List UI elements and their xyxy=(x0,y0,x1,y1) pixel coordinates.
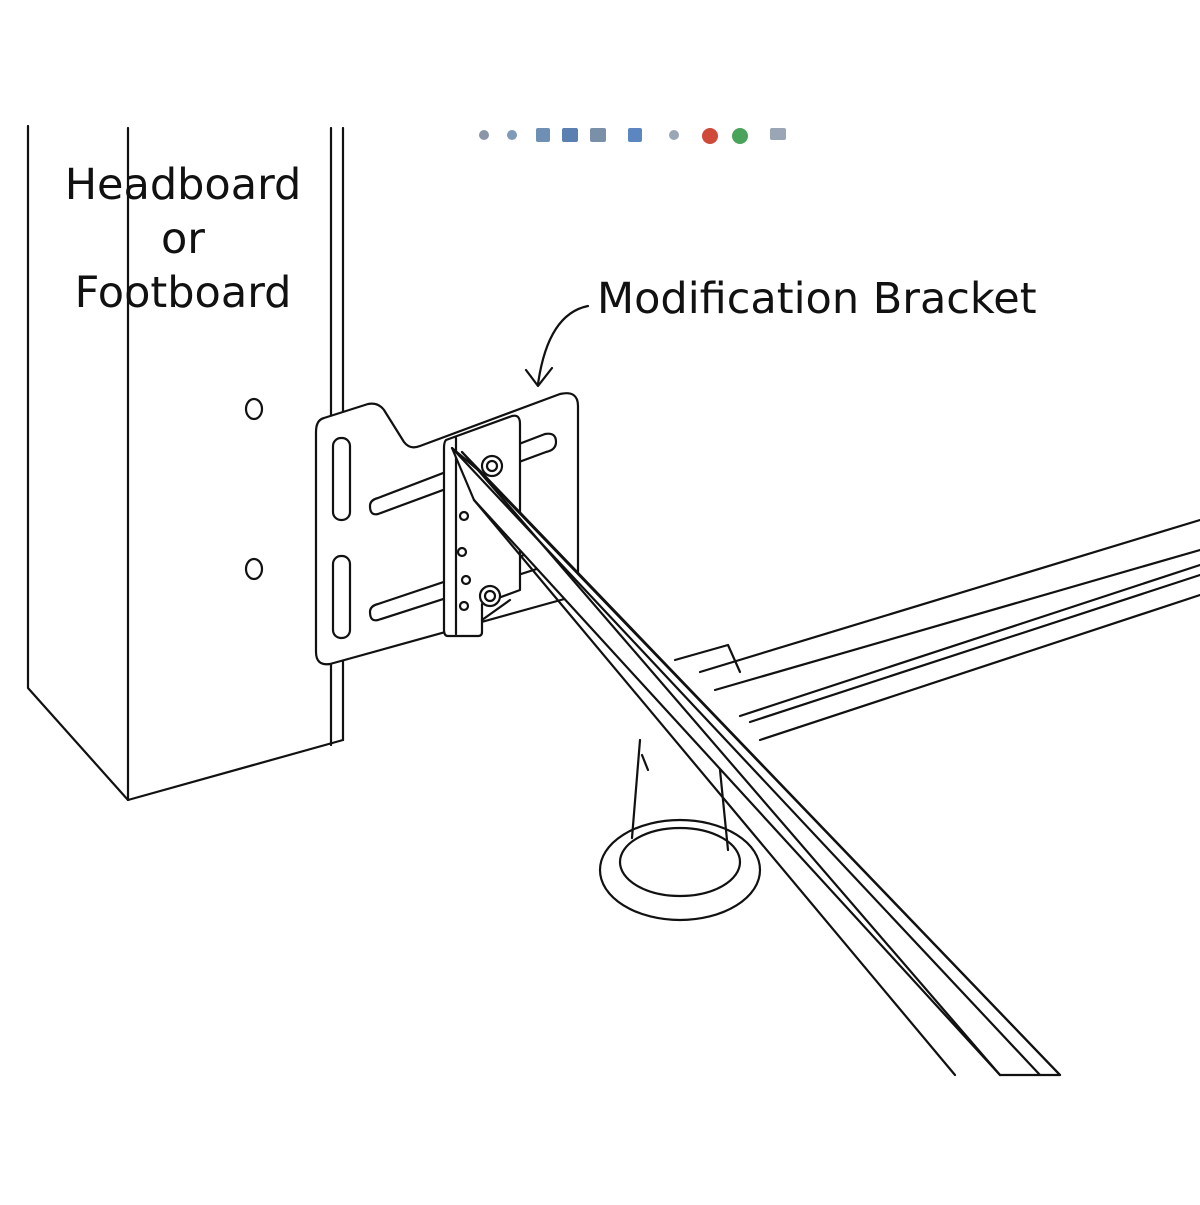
hook-hole-1 xyxy=(458,510,470,522)
toolbar-artifact xyxy=(479,128,786,144)
post-label-line1: Headboard xyxy=(64,160,302,210)
bolt-head-upper xyxy=(480,454,504,478)
post-bolt-hole-lower xyxy=(244,557,264,581)
post-label-line3: Footboard xyxy=(74,268,292,318)
side-rail-far xyxy=(673,518,1200,742)
bracket-slot-vertical-lower xyxy=(331,554,352,640)
bracket-slot-vertical-upper xyxy=(331,436,352,522)
hook-hole-3 xyxy=(460,574,472,586)
bracket-label: Modification Bracket xyxy=(597,274,1037,324)
hook-hole-2 xyxy=(456,546,468,558)
post-bolt-hole-upper xyxy=(244,397,264,421)
support-leg xyxy=(598,718,762,922)
leg-foot-inner xyxy=(618,826,742,898)
post-label-line2: or xyxy=(161,214,205,264)
headboard-post xyxy=(26,124,345,802)
leg-foot-outer xyxy=(598,818,762,922)
side-rail-near xyxy=(450,446,1062,1077)
callout-arrow xyxy=(524,304,590,388)
hook-hole-4 xyxy=(458,600,470,612)
bolt-head-lower xyxy=(478,584,502,608)
bracket-slot-horizontal-upper xyxy=(368,432,558,516)
post-label: Headboard or Footboard xyxy=(28,158,338,320)
